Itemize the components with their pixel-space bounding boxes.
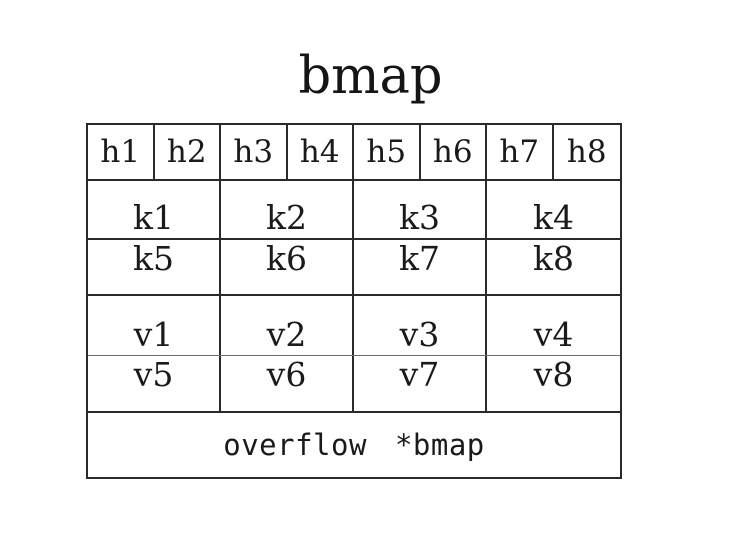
overflow-field-type: *bmap [394,427,485,462]
value-cell-v2: v2 [221,296,354,355]
tophash-cell-h3: h3 [221,125,288,179]
tophash-cell-h2: h2 [155,125,221,179]
values-row-first: v1 v2 v3 v4 [88,296,620,356]
value-cell-v3: v3 [354,296,487,355]
overflow-cell: overflow *bmap [88,413,620,477]
tophash-row: h1 h2 h3 h4 h5 h6 h7 h8 [88,125,620,181]
overflow-row: overflow *bmap [88,413,620,477]
key-cell-k2: k2 [221,181,354,238]
tophash-cell-h4: h4 [288,125,354,179]
key-cell-k6: k6 [221,240,354,294]
tophash-cell-h6: h6 [421,125,487,179]
key-cell-k1: k1 [88,181,221,238]
value-cell-v1: v1 [88,296,221,355]
bmap-struct-table: h1 h2 h3 h4 h5 h6 h7 h8 k1 k2 k3 k4 k5 k… [86,123,622,479]
keys-row-second: k5 k6 k7 k8 [88,240,620,296]
value-cell-v6: v6 [221,356,354,411]
key-cell-k5: k5 [88,240,221,294]
overflow-field-label: overflow [223,427,367,462]
key-cell-k3: k3 [354,181,487,238]
value-cell-v5: v5 [88,356,221,411]
value-cell-v4: v4 [533,315,574,354]
page-title: bmap [298,47,443,106]
value-cell-v8: v8 [533,356,574,394]
values-row-second: v5 v6 v7 v8 [88,356,620,413]
value-cell-v7: v7 [354,356,487,411]
tophash-cell-h7: h7 [487,125,554,179]
key-cell-k7: k7 [354,240,487,294]
tophash-cell-h1: h1 [88,125,155,179]
tophash-cell-h8: h8 [566,134,607,170]
keys-row-first: k1 k2 k3 k4 [88,181,620,240]
tophash-cell-h5: h5 [354,125,421,179]
key-cell-k8: k8 [533,240,574,278]
key-cell-k4: k4 [533,198,574,237]
